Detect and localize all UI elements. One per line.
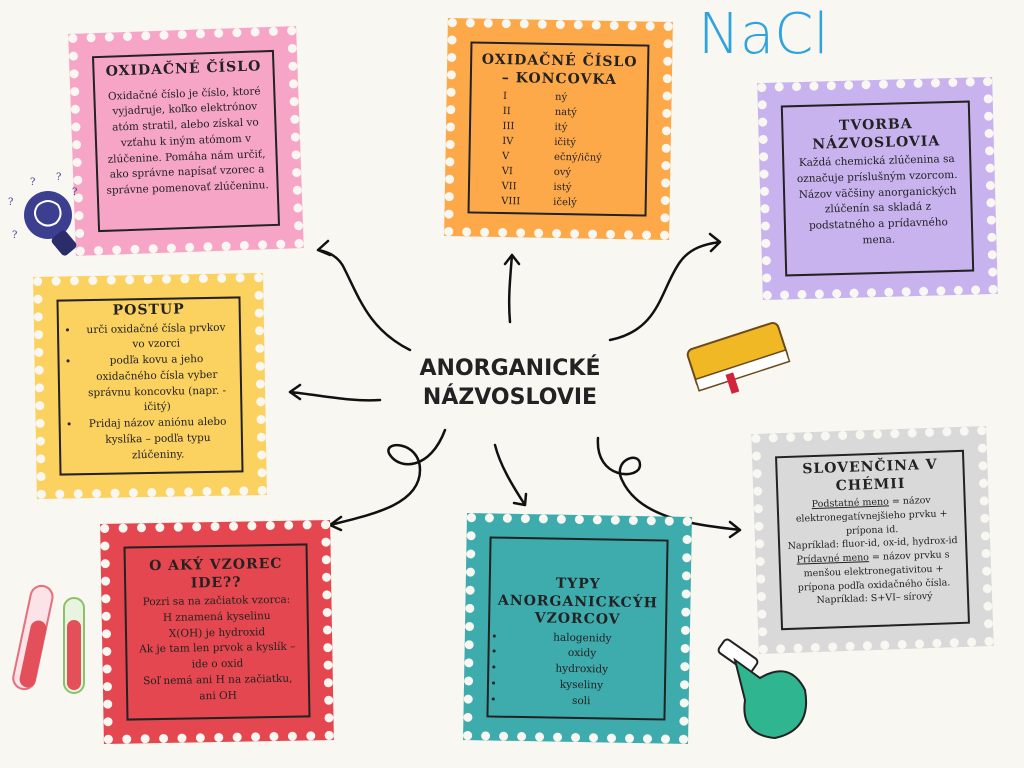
card-title: O AKÝ VZOREC IDE?? (149, 555, 283, 591)
card-line: Soľ nemá ani H na začiatku, ani OH (143, 672, 293, 702)
koncovka-suffix: ečný/ičný (553, 151, 602, 164)
koncovka-suffix: ný (554, 91, 568, 104)
koncovka-numeral: IV (502, 136, 514, 148)
card-text: Oxidačné číslo je číslo, ktoré vyjadruje… (106, 84, 270, 197)
koncovka-numeral: I (502, 91, 508, 103)
koncovka-numeral: V (501, 151, 510, 163)
central-title-line1: ANORGANICKÉ (419, 356, 601, 381)
arrow-to-vzorec (328, 428, 447, 532)
arrow-to-oxidacne (316, 239, 412, 352)
card-text: Názov väčšiny anorganických zlúčenín sa … (798, 184, 957, 247)
koncovka-suffix: ový (553, 166, 572, 179)
arrow-to-typy (493, 443, 528, 507)
koncovka-numeral: III (502, 121, 515, 133)
koncovka-numeral: VI (501, 166, 514, 178)
koncovka-suffix: ičelý (553, 196, 577, 209)
arrow-to-postup (288, 383, 382, 402)
arrow-to-koncovka (503, 253, 521, 324)
term-label: Prídavné meno (796, 552, 870, 566)
card-slovencina: SLOVENČINA V CHÉMII Podstatné meno = náz… (751, 425, 994, 655)
koncovka-suffix: natý (554, 106, 577, 119)
card-title: POSTUP (112, 301, 185, 319)
typy-list: halogenidy oxidy hydroxidy kyseliny soli (495, 629, 659, 711)
central-title-line2: NÁZVOSLOVIE (422, 384, 598, 410)
card-oxidacne-cislo: OXIDAČNÉ ČÍSLO Oxidačné číslo je číslo, … (68, 26, 304, 256)
list-item: Pridaj názov aniónu alebo kyslíka – podľ… (81, 415, 236, 465)
card-tvorba: TVORBA NÁZVOSLOVIA Každá chemická zlúčen… (757, 76, 998, 301)
card-text: Podstatné meno = názov elektronegatívnej… (785, 493, 959, 540)
card-text: Každá chemická zlúčenina sa označuje prí… (796, 152, 958, 185)
koncovka-suffix: itý (554, 121, 568, 134)
card-postup: POSTUP urči oxidačné čísla prvkov vo vzo… (33, 273, 267, 499)
card-vzorec: O AKÝ VZOREC IDE?? Pozri sa na začiatok … (100, 520, 334, 744)
arrow-to-tvorba (608, 232, 722, 342)
central-topic: ANORGANICKÉ NÁZVOSLOVIE (400, 355, 620, 412)
list-item: urči oxidačné čísla prvkov vo vzorci (79, 320, 234, 354)
list-item: soli (505, 692, 658, 710)
card-line: Pozri sa na začiatok vzorca: (142, 593, 291, 609)
koncovka-numeral: VIII (501, 196, 521, 208)
list-item: podľa kovu a jeho oxidačného čísla vyber… (79, 352, 234, 418)
postup-list: urči oxidačné čísla prvkov vo vzorci pod… (65, 320, 235, 465)
card-typy: TYPY ANORGANICKCÝH VZORCOV halogenidy ox… (463, 513, 692, 744)
koncovka-numeral: VII (501, 181, 517, 193)
card-title: OXIDAČNÉ ČÍSLO – KONCOVKA (481, 51, 638, 88)
koncovka-suffix: istý (553, 181, 572, 194)
koncovka-suffix: ičitý (554, 136, 577, 149)
card-title: TYPY ANORGANICKCÝH VZORCOV (497, 575, 659, 628)
term-label: Podstatné meno (811, 496, 890, 511)
card-title: OXIDAČNÉ ČÍSLO (105, 58, 262, 80)
card-text: Prídavné meno = názov prvku s menšou ele… (786, 548, 960, 595)
card-line: Ak je tam len prvok a kyslík – ide o oxi… (139, 640, 296, 671)
card-title: SLOVENČINA V CHÉMII (802, 456, 938, 494)
koncovka-numeral: II (502, 106, 511, 118)
nacl-formula: NaCl (698, 2, 829, 67)
card-title: TVORBA NÁZVOSLOVIA (812, 116, 941, 153)
